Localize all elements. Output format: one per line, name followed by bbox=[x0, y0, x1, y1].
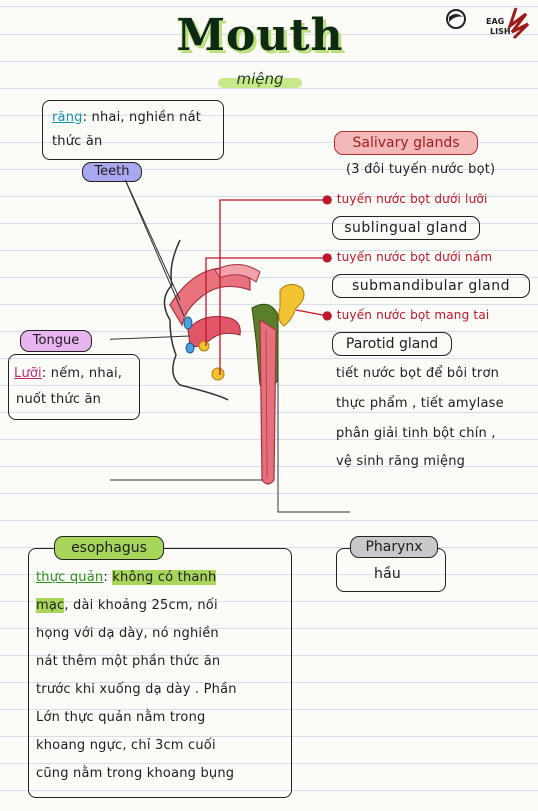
tongue-term: Lưỡi bbox=[14, 366, 42, 381]
pharynx-label: Pharynx bbox=[350, 536, 438, 558]
page-title: Mouth bbox=[176, 10, 344, 61]
esophagus-term: thực quản bbox=[36, 570, 104, 585]
pharynx-description: hầu bbox=[374, 566, 401, 582]
submandibular-vi-text: tuyến nước bọt dưới nám bbox=[336, 250, 493, 264]
sublingual-gland-label: sublingual gland bbox=[332, 216, 480, 240]
tongue-description-box bbox=[8, 354, 140, 420]
teeth-description-box bbox=[42, 100, 224, 160]
submandibular-vi-label: ● tuyến nước bọt dưới nám bbox=[322, 250, 493, 264]
esophagus-description-box bbox=[28, 548, 292, 798]
parotid-vi-text: tuyến nước bọt mang tai bbox=[336, 308, 490, 322]
teeth-description-line-1: răng: nhai, nghiền nát bbox=[52, 110, 201, 125]
sublingual-vi-label: ● tuyến nước bọt dưới lưỡi bbox=[322, 192, 488, 206]
logo-icon bbox=[446, 7, 530, 40]
submandibular-gland-label: submandibular gland bbox=[332, 274, 530, 298]
esophagus-line-8: cũng nằm trong khoang bụng bbox=[36, 766, 235, 781]
esophagus-line-2-text: , dài khoảng 25cm, nối bbox=[64, 598, 218, 613]
esophagus-line-2: mạc, dài khoảng 25cm, nối bbox=[36, 598, 218, 613]
tongue-description-line-2: nuốt thức ăn bbox=[16, 392, 102, 407]
esophagus-line-5: trước khi xuống dạ dày . Phần bbox=[36, 682, 237, 697]
teeth-description-line-2: thức ăn bbox=[52, 134, 103, 149]
esophagus-highlight-2: mạc bbox=[36, 598, 65, 613]
brand-logo: EAG LISH bbox=[440, 4, 532, 42]
esophagus-highlight-1: không có thanh bbox=[112, 570, 217, 585]
esophagus-line-7: khoang ngực, chỉ 3cm cuối bbox=[36, 738, 216, 753]
esophagus-line-6: Lớn thực quản nằm trong bbox=[36, 710, 206, 725]
tongue-description-line-1: Lưỡi: nếm, nhai, bbox=[14, 366, 122, 381]
page-subtitle: miệng bbox=[236, 70, 284, 88]
teeth-term: răng bbox=[52, 110, 83, 125]
parotid-vi-label: ● tuyến nước bọt mang tai bbox=[322, 308, 490, 322]
esophagus-line-3: họng với dạ dày, nó nghiền bbox=[36, 626, 219, 641]
salivary-function-line-1: tiết nước bọt để bôi trơn bbox=[336, 366, 500, 381]
esophagus-line-1: thực quản: không có thanh bbox=[36, 570, 217, 585]
sublingual-vi-text: tuyến nước bọt dưới lưỡi bbox=[336, 192, 488, 206]
brand-top: EAG bbox=[486, 17, 505, 26]
parotid-gland-label: Parotid gland bbox=[332, 332, 452, 356]
subtitle-highlight bbox=[218, 78, 302, 88]
tongue-description-text-1: : nếm, nhai, bbox=[41, 366, 123, 381]
salivary-function-line-4: vệ sinh răng miệng bbox=[336, 454, 466, 469]
salivary-function-line-2: thực phẩm , tiết amylase bbox=[336, 396, 504, 411]
teeth-description-text-1: : nhai, nghiền nát bbox=[82, 110, 202, 125]
brand-bottom: LISH bbox=[490, 27, 511, 36]
mouth-anatomy-illustration bbox=[110, 180, 350, 513]
esophagus-label: esophagus bbox=[54, 536, 164, 560]
salivary-function-line-3: phân giải tinh bột chín , bbox=[336, 426, 496, 441]
salivary-glands-label: Salivary glands bbox=[334, 131, 478, 155]
tongue-label: Tongue bbox=[20, 330, 92, 352]
esophagus-colon: : bbox=[103, 570, 113, 585]
teeth-label: Teeth bbox=[82, 162, 142, 182]
salivary-glands-note: (3 đôi tuyến nước bọt) bbox=[346, 162, 496, 177]
esophagus-line-4: nát thêm một phần thức ăn bbox=[36, 654, 221, 669]
